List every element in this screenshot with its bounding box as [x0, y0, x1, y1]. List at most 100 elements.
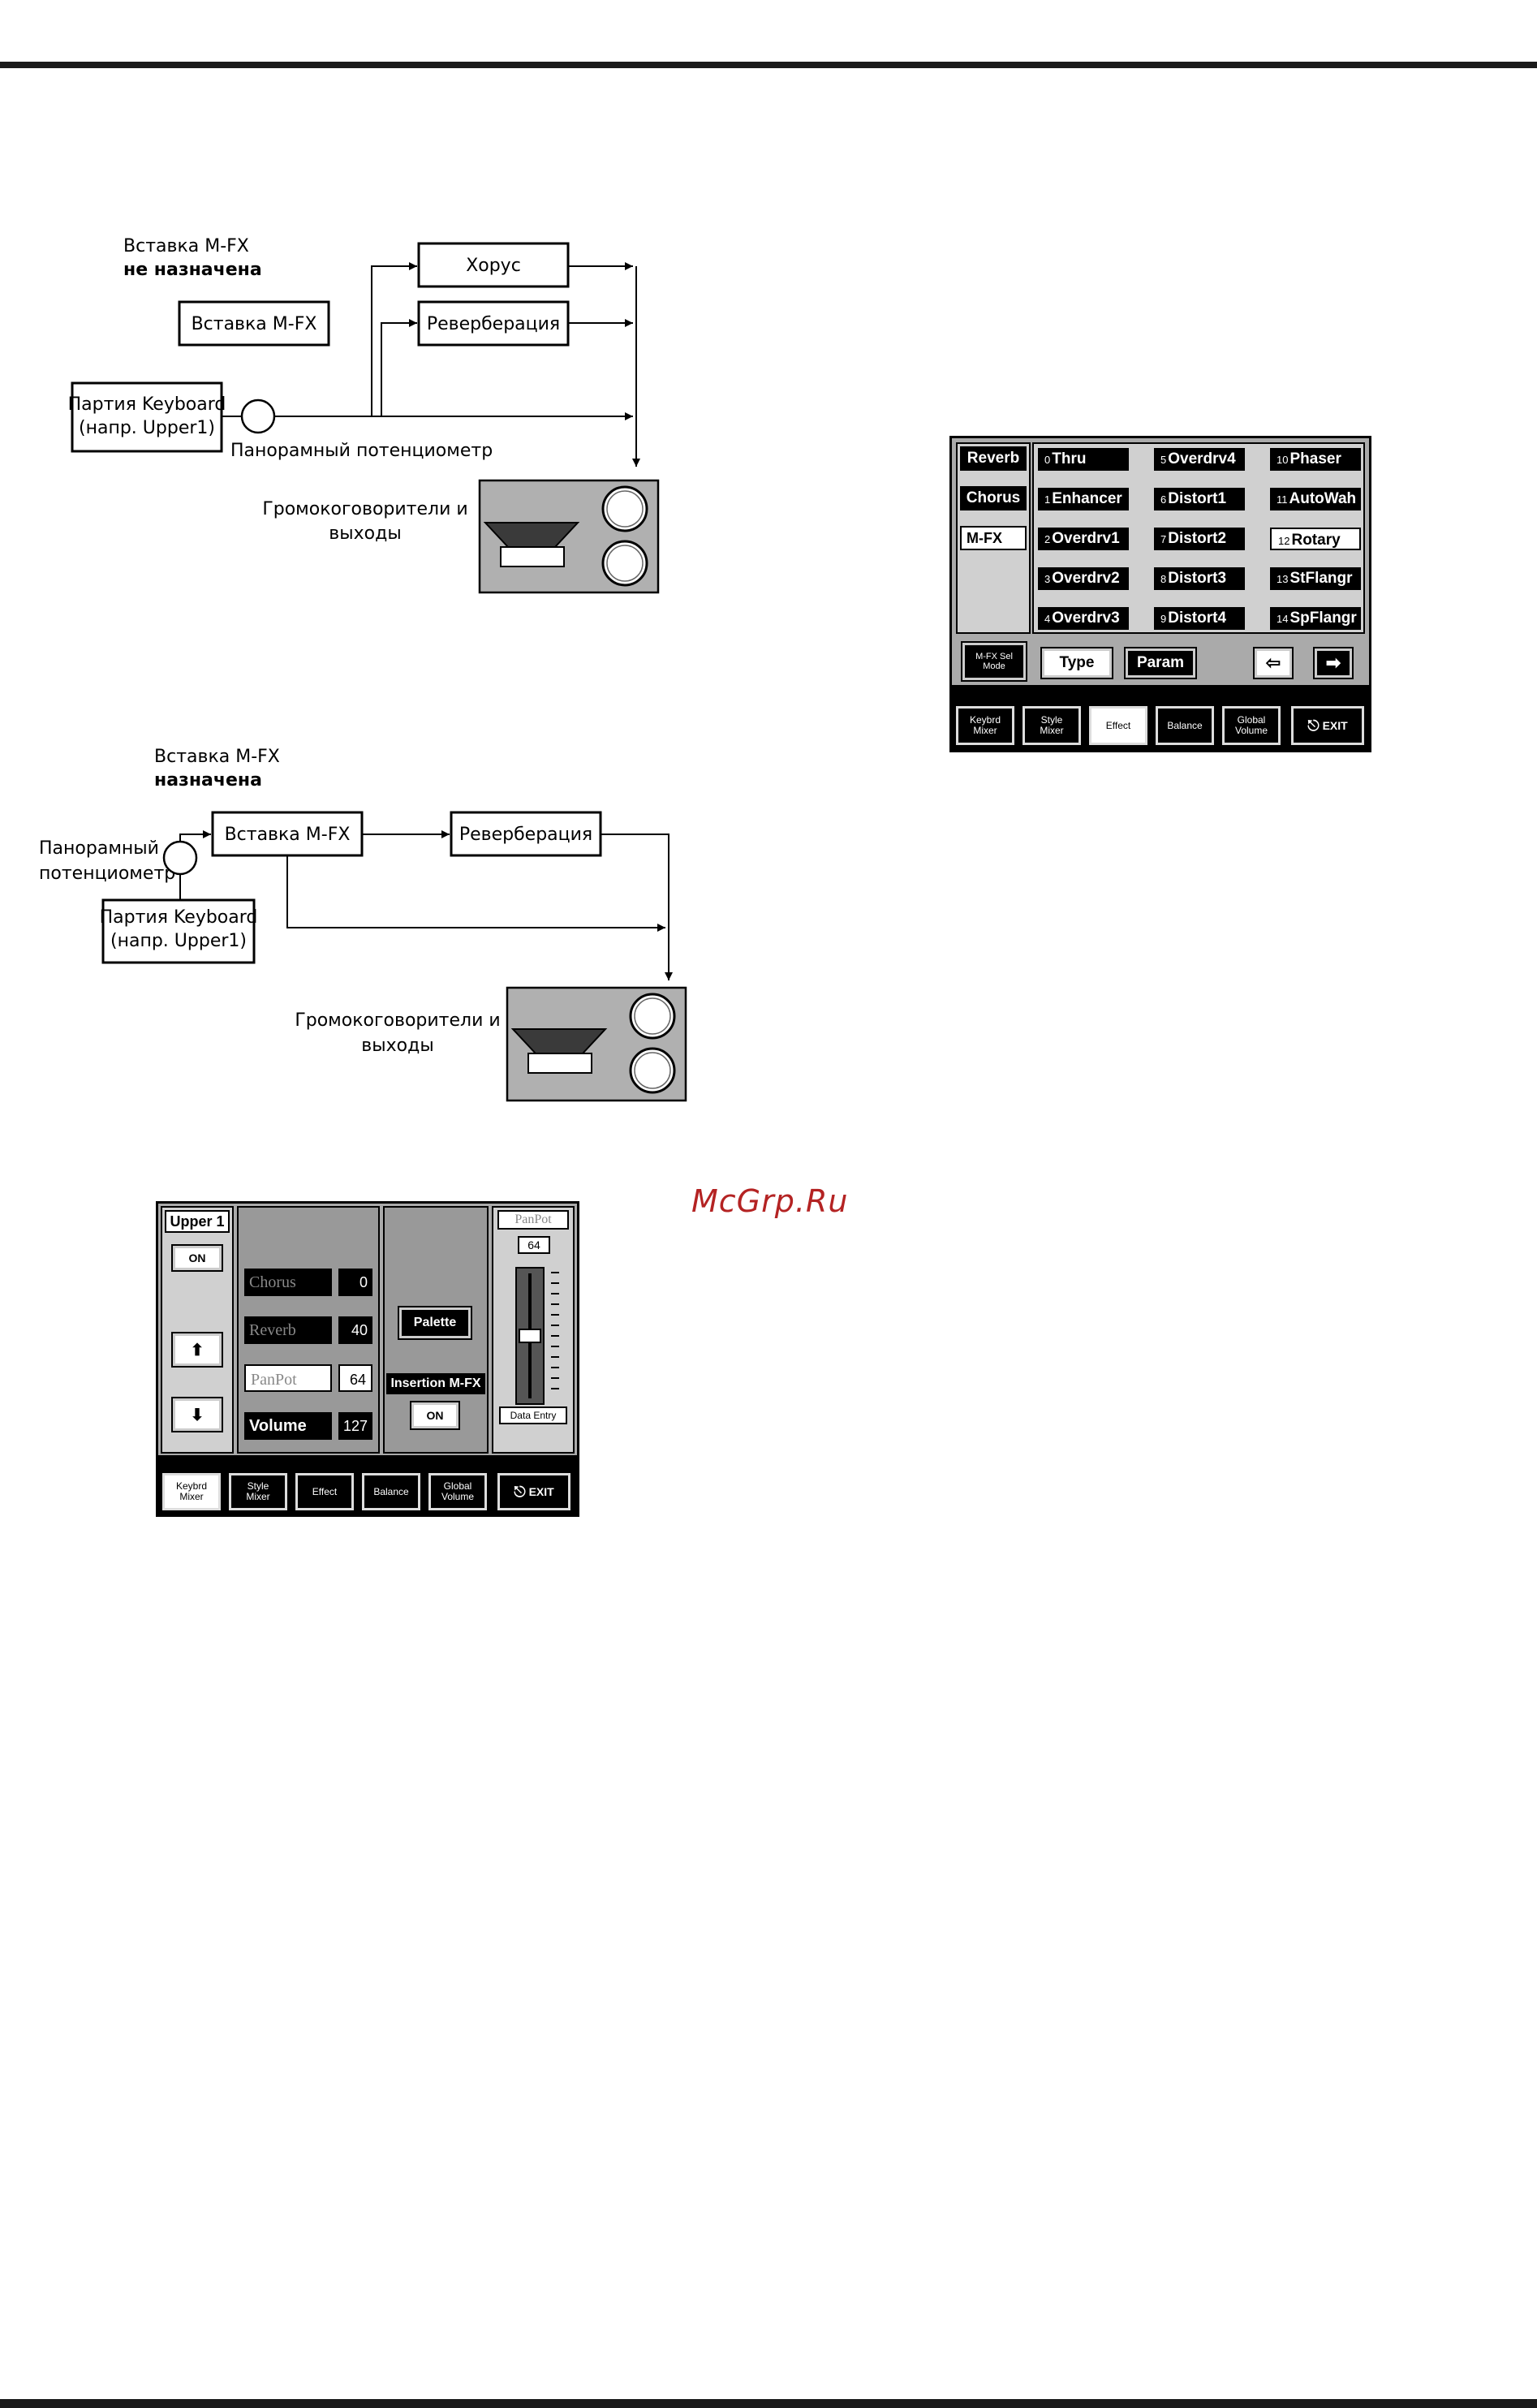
- bottom-rule: [0, 2399, 1537, 2408]
- effect-name: Enhancer: [1052, 490, 1122, 507]
- bottom-speakers-line1: Громокоговорители и: [295, 1010, 500, 1031]
- effect-number: 14: [1277, 613, 1289, 625]
- mixer-tab-exit-label: EXIT: [528, 1484, 554, 1498]
- tab-effect[interactable]: Effect: [1087, 704, 1149, 747]
- effect-number: 8: [1160, 573, 1167, 585]
- mfx-sel-mode-button[interactable]: M-FX Sel Mode: [961, 641, 1027, 682]
- scroll-right-button[interactable]: ➡: [1313, 647, 1354, 679]
- bottom-part-line1: Партия Keyboard: [100, 907, 258, 928]
- diagram-assigned: Вставка M-FX назначена Панорамный потенц…: [39, 747, 687, 1102]
- tab-keybrd-line2: Mixer: [973, 725, 997, 736]
- reverb-param-value[interactable]: 40: [338, 1316, 372, 1344]
- top-rule: [0, 62, 1537, 68]
- mixer-tab-balance-label: Balance: [373, 1485, 409, 1497]
- mixer-tab-balance[interactable]: Balance: [360, 1471, 422, 1512]
- tab-balance[interactable]: Balance: [1154, 704, 1216, 747]
- palette-button[interactable]: Palette: [398, 1306, 472, 1340]
- bottom-part-box: [101, 898, 256, 964]
- panpot-slider-handle[interactable]: [519, 1329, 541, 1343]
- effect-number: 11: [1277, 493, 1288, 506]
- bottom-reverb-label: Реверберация: [459, 825, 592, 845]
- bottom-pan-knob: [162, 840, 198, 876]
- bottom-note-line1: Вставка M-FX: [154, 747, 280, 767]
- bottom-insertion-label: Вставка M-FX: [225, 825, 351, 845]
- tab-exit[interactable]: ⎋ EXIT: [1289, 704, 1366, 747]
- part-up-button[interactable]: ⬆: [171, 1332, 223, 1368]
- top-pan-knob: [240, 398, 276, 434]
- bottom-part-line2: (напр. Upper1): [110, 931, 247, 951]
- mixer-tab-effect[interactable]: Effect: [294, 1471, 355, 1512]
- top-speakers-line1: Громокоговорители и: [262, 499, 467, 519]
- mixer-tab-style-line1: Style: [247, 1480, 269, 1492]
- panpot-param-value[interactable]: 64: [338, 1364, 372, 1392]
- bottom-insertion-box: [211, 811, 364, 857]
- top-speaker-panel: [478, 479, 660, 594]
- part-down-button[interactable]: ⬇: [171, 1397, 223, 1432]
- effect-number: 6: [1160, 493, 1167, 506]
- bottom-note-line2: назначена: [154, 770, 262, 790]
- arrow-left-icon: ⇦: [1265, 653, 1281, 673]
- mixer-tab-style-line2: Mixer: [246, 1491, 270, 1502]
- side-tab-chorus[interactable]: Chorus: [960, 486, 1027, 510]
- data-entry-label: Data Entry: [499, 1406, 567, 1424]
- tab-effect-label: Effect: [1105, 719, 1131, 731]
- panpot-scale: [551, 1272, 559, 1398]
- bottom-pan-line1: Панорамный: [39, 838, 159, 859]
- insertion-on-button[interactable]: ON: [410, 1401, 460, 1430]
- effect-name: Distort3: [1168, 570, 1227, 587]
- effect-number: 9: [1160, 613, 1167, 625]
- top-pan-label: Панорамный потенциометр: [230, 441, 493, 461]
- bottom-speaker-panel: [506, 986, 687, 1102]
- tab-style-line1: Style: [1040, 714, 1063, 726]
- mixer-tab-keybrd-line2: Mixer: [179, 1491, 204, 1502]
- chorus-param-value[interactable]: 0: [338, 1269, 372, 1296]
- top-part-line2: (напр. Upper1): [79, 418, 215, 438]
- mixer-tab-global-line1: Global: [443, 1480, 472, 1492]
- scroll-left-button[interactable]: ⇦: [1253, 647, 1294, 679]
- panpot-value-display: 64: [518, 1236, 550, 1254]
- effect-name: Rotary: [1291, 532, 1341, 549]
- volume-param-value[interactable]: 127: [338, 1412, 372, 1440]
- panpot-param-label[interactable]: PanPot: [244, 1364, 332, 1392]
- type-button[interactable]: Type: [1040, 647, 1113, 679]
- tab-style-line2: Mixer: [1040, 725, 1064, 736]
- mixer-tab-keybrd-line1: Keybrd: [175, 1480, 208, 1492]
- tab-keybrd-line1: Keybrd: [969, 714, 1001, 726]
- part-on-button[interactable]: ON: [171, 1244, 223, 1272]
- param-button[interactable]: Param: [1124, 647, 1197, 679]
- bottom-speakers-line2: выходы: [361, 1036, 433, 1056]
- mixer-tab-global-line2: Volume: [441, 1491, 475, 1502]
- side-tab-reverb[interactable]: Reverb: [960, 446, 1027, 471]
- keyboard-mixer-screen: Upper 1 ON ⬆ ⬇ Chorus 0 Reverb 40 PanPot…: [156, 1201, 579, 1517]
- volume-param-label[interactable]: Volume: [244, 1412, 332, 1440]
- tab-global-line1: Global: [1237, 714, 1266, 726]
- reverb-param-label[interactable]: Reverb: [244, 1316, 332, 1344]
- top-reverb-label: Реверберация: [427, 314, 560, 334]
- effect-name: StFlangr: [1289, 570, 1353, 587]
- chorus-param-label[interactable]: Chorus: [244, 1269, 332, 1296]
- mixer-tab-exit[interactable]: ⎋ EXIT: [496, 1471, 572, 1512]
- panpot-slider-track[interactable]: [515, 1267, 545, 1405]
- side-tab-mfx[interactable]: M-FX: [960, 526, 1027, 550]
